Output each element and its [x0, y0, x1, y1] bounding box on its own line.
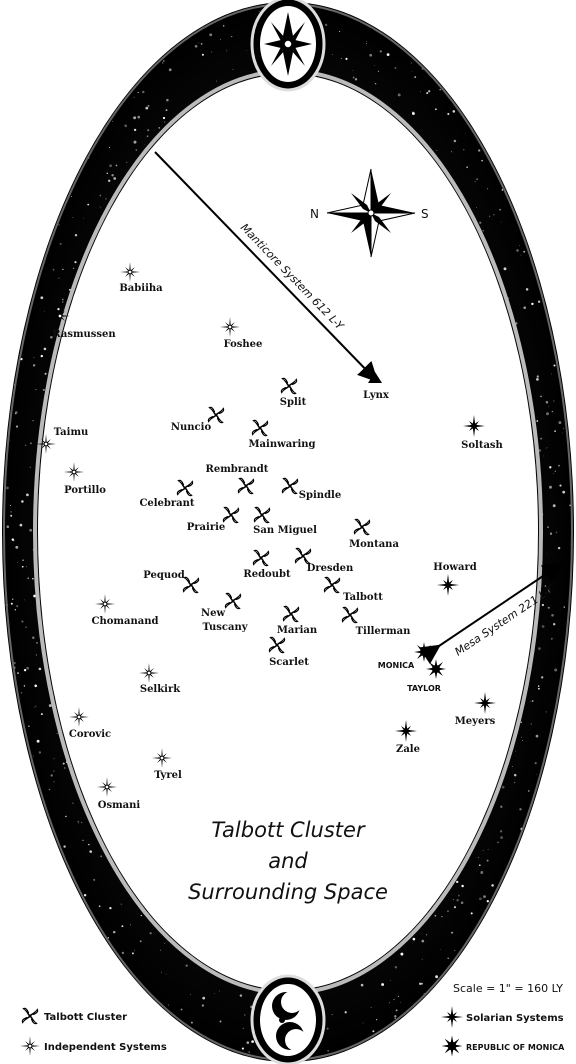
- compass-south-label: S: [421, 207, 429, 221]
- system-talbott-icon: [222, 506, 240, 524]
- system-label: Osmani: [98, 800, 141, 811]
- map-field: [38, 74, 538, 990]
- legend-independent-label: Independent Systems: [44, 1042, 167, 1053]
- monica-system-label: MONICA: [378, 661, 415, 670]
- crescent-emblem-icon: [272, 991, 307, 1051]
- system-independent-icon: [120, 262, 140, 282]
- system-independent-icon: [36, 434, 56, 454]
- talbott-cluster-icon: [21, 1007, 39, 1025]
- system-label: Talbott: [343, 592, 383, 603]
- system-label: Nuncio: [171, 422, 212, 433]
- system-label: San Miguel: [253, 525, 317, 536]
- system-label: Rembrandt: [206, 464, 269, 475]
- system-talbott-icon: [176, 479, 194, 497]
- system-label: Taimu: [54, 427, 89, 438]
- star-emblem-icon: [264, 12, 312, 76]
- system-label: Selkirk: [140, 684, 181, 695]
- system-label: Pequod: [143, 570, 185, 581]
- system-talbott-icon: [281, 477, 299, 495]
- system-lynx-icon: [368, 372, 382, 383]
- system-talbott-icon: [268, 636, 286, 654]
- system-label: Tyrel: [154, 770, 182, 781]
- system-talbott-icon: [207, 406, 225, 424]
- system-talbott-icon: [224, 592, 242, 610]
- system-talbott-icon: [237, 477, 255, 495]
- system-label: Portillo: [64, 485, 106, 496]
- system-label: Rasmussen: [52, 329, 116, 340]
- system-independent-icon: [69, 707, 89, 727]
- system-label: Dresden: [307, 563, 354, 574]
- system-talbott-icon: [253, 506, 271, 524]
- system-talbott-icon: [252, 549, 270, 567]
- map-title-line-3: Surrounding Space: [188, 880, 388, 904]
- system-label: Marian: [277, 625, 318, 636]
- system-solarian-icon: [463, 415, 485, 437]
- system-label: Mainwaring: [248, 439, 315, 450]
- system-label: Spindle: [299, 490, 341, 501]
- solarian-system-icon: [441, 1006, 463, 1028]
- system-solarian-icon: [395, 720, 417, 742]
- mesa-route-arrow: [418, 562, 563, 665]
- system-label: Montana: [349, 539, 399, 550]
- monica-system-label: TAYLOR: [407, 684, 441, 693]
- legend-talbott-label: Talbott Cluster: [44, 1012, 127, 1023]
- compass-rose-icon: [326, 168, 416, 258]
- compass-north-label: N: [310, 207, 319, 221]
- system-label: Zale: [396, 744, 420, 755]
- manticore-route-arrow: [154, 151, 379, 383]
- system-label: Scarlet: [269, 657, 309, 668]
- system-label: Lynx: [363, 390, 390, 401]
- monica-system-icon: [414, 642, 434, 662]
- system-label: Foshee: [224, 339, 263, 350]
- system-solarian-icon: [474, 692, 496, 714]
- system-talbott-icon: [280, 377, 298, 395]
- legend-monica-label: REPUBLIC OF MONICA: [466, 1043, 565, 1052]
- system-label: Split: [280, 397, 307, 408]
- system-label: Meyers: [455, 716, 496, 727]
- monica-system-icon: [441, 1035, 463, 1057]
- system-independent-icon: [139, 663, 159, 683]
- system-talbott-icon: [323, 576, 341, 594]
- system-label: Tillerman: [356, 626, 412, 637]
- labels-layer: BabiihaRasmussenFosheeLynxSplitNuncioSol…: [52, 283, 503, 811]
- legend: Talbott Cluster Independent Systems Sola…: [20, 1006, 565, 1057]
- system-label: Soltash: [461, 440, 503, 451]
- legend-solarian-label: Solarian Systems: [466, 1013, 564, 1024]
- bottom-medallion: [250, 974, 326, 1064]
- monica-system-icon: [426, 659, 446, 679]
- system-label: Tuscany: [202, 622, 248, 633]
- system-label: Redoubt: [243, 569, 291, 580]
- system-independent-icon: [152, 748, 172, 768]
- system-talbott-icon: [294, 547, 312, 565]
- map-title-line-1: Talbott Cluster: [211, 818, 366, 842]
- system-talbott-icon: [182, 576, 200, 594]
- system-talbott-icon: [282, 605, 300, 623]
- system-label: New: [201, 608, 226, 619]
- system-label: Prairie: [187, 522, 226, 533]
- system-label: Chomanand: [92, 616, 159, 627]
- system-label: Babiiha: [119, 283, 163, 294]
- top-medallion: [250, 0, 326, 92]
- system-label: Celebrant: [139, 498, 194, 509]
- system-independent-icon: [220, 317, 240, 337]
- independent-system-icon: [20, 1036, 40, 1056]
- map-title-line-2: and: [268, 849, 308, 873]
- system-independent-icon: [95, 594, 115, 614]
- system-independent-icon: [97, 777, 117, 797]
- system-label: Corovic: [69, 729, 111, 740]
- system-label: Howard: [433, 562, 476, 573]
- systems-layer: [36, 262, 496, 797]
- system-talbott-icon: [341, 606, 359, 624]
- system-independent-icon: [64, 462, 84, 482]
- system-talbott-icon: [353, 518, 371, 536]
- system-talbott-icon: [251, 419, 269, 437]
- scale-label: Scale = 1" = 160 LY: [453, 982, 563, 995]
- system-solarian-icon: [437, 574, 459, 596]
- system-independent-icon: [50, 306, 70, 326]
